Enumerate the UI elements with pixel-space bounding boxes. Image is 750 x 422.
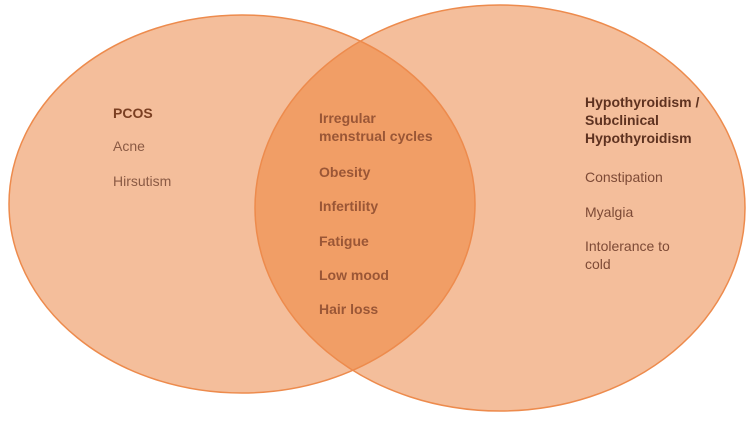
overlap-item-infertility: Infertility: [319, 198, 379, 214]
circle-right-outline: [254, 4, 746, 412]
right-item-constipation: Constipation: [585, 169, 663, 185]
left-set-title: PCOS: [113, 105, 153, 121]
left-item-hirsutism: Hirsutism: [113, 173, 172, 189]
circle-left-outline: [8, 14, 476, 394]
right-set-title: Hypothyroidism / Subclinical Hypothyroid…: [585, 94, 700, 146]
right-item-myalgia: Myalgia: [585, 204, 634, 220]
overlap-item-obesity: Obesity: [319, 164, 371, 180]
overlap-item-irregular-cycles: Irregular menstrual cycles: [319, 110, 433, 144]
overlap-item-low-mood: Low mood: [319, 267, 389, 283]
left-item-acne: Acne: [113, 138, 145, 154]
right-item-intolerance-to-cold: Intolerance to cold: [585, 238, 670, 272]
circle-overlap: [255, 15, 475, 393]
overlap-item-fatigue: Fatigue: [319, 233, 369, 249]
overlap-item-hair-loss: Hair loss: [319, 301, 379, 317]
